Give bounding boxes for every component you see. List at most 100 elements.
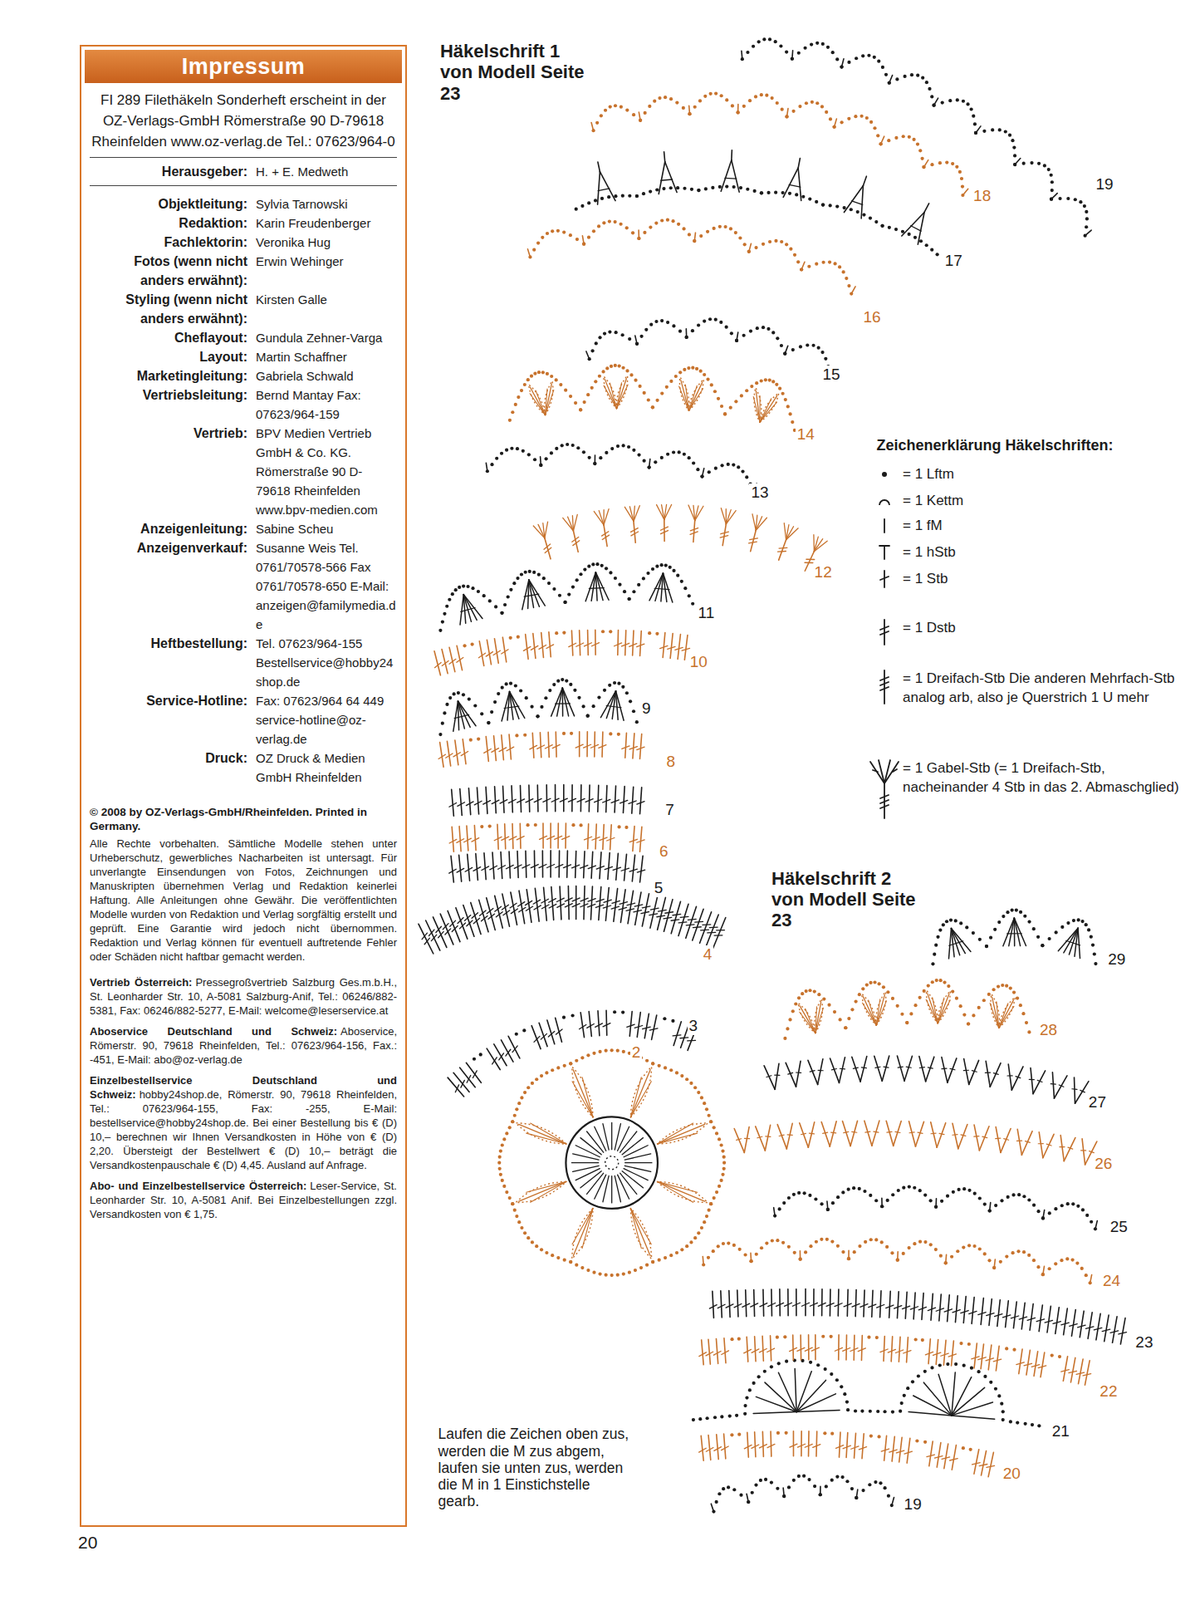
stitch-mark [793, 1430, 795, 1456]
stitch-mark [486, 908, 494, 914]
chain-dot [1084, 225, 1088, 229]
chain-dot [814, 1239, 818, 1244]
chain-dot [592, 1270, 596, 1274]
chain-dot [689, 1081, 693, 1085]
stitch-mark [611, 1121, 613, 1149]
chain-dot [853, 1408, 858, 1412]
chain-dot [969, 1366, 974, 1370]
stitch-mark [707, 931, 716, 934]
stitch-mark [940, 1352, 949, 1356]
stitch-mark [633, 505, 640, 522]
stitch-mark [562, 836, 570, 840]
stitch-mark [555, 1028, 563, 1034]
stitch-mark [759, 395, 778, 422]
chain-dot [1075, 1260, 1079, 1264]
stitch-mark [951, 1371, 956, 1416]
stitch-mark [598, 744, 607, 749]
chain-dot [885, 1244, 889, 1249]
stitch-mark [633, 520, 636, 543]
chain-dot [675, 100, 679, 104]
stitch-mark [1068, 1370, 1078, 1372]
chain-dot [940, 1199, 944, 1203]
chain-dot [472, 1057, 476, 1061]
stitch-mark [929, 1440, 933, 1466]
stitch-mark [1018, 1348, 1023, 1374]
chain-dot [610, 446, 614, 451]
chain-dot [631, 448, 636, 452]
stitch-mark [951, 1444, 956, 1470]
chain-dot [709, 1201, 713, 1205]
stitch-mark [636, 839, 645, 843]
chain-dot [709, 1119, 713, 1123]
stitch-mark [678, 921, 687, 923]
chain-dot [810, 100, 814, 104]
stitch-mark [783, 523, 786, 540]
stitch-mark [603, 509, 609, 525]
chain-dot [743, 1411, 747, 1416]
stitch-mark [1079, 1310, 1084, 1338]
stitch-mark [1093, 1327, 1102, 1329]
stitch-mark [873, 1131, 879, 1133]
stitch-mark [861, 1433, 864, 1459]
chain-dot [915, 73, 920, 78]
chain-dot [880, 224, 884, 228]
chain-dot [874, 1198, 878, 1202]
chain-dot [575, 577, 579, 582]
stitch-mark [667, 646, 676, 649]
stitch-mark [606, 705, 622, 707]
stitch-mark [893, 1120, 902, 1146]
stitch-mark [721, 1350, 730, 1355]
crochet-row [449, 784, 645, 817]
chain-dot [476, 736, 480, 740]
stitch-mark [551, 886, 554, 921]
chain-dot [660, 563, 664, 567]
chain-dot [560, 443, 564, 447]
stitch-mark [572, 1081, 593, 1117]
stitch-mark [596, 866, 604, 869]
stitch-mark [633, 910, 642, 912]
stitch-mark [519, 1180, 567, 1201]
stitch-mark [571, 784, 574, 812]
stitch-mark [804, 1288, 807, 1316]
stitch-mark [661, 530, 669, 534]
stitch-mark [604, 866, 613, 869]
stitch-mark [1077, 1324, 1087, 1328]
chain-dot [556, 1065, 560, 1069]
chain-dot [801, 195, 805, 199]
chain-dot [614, 330, 618, 334]
chain-dot [951, 1190, 956, 1194]
chain-dot [440, 619, 445, 623]
chain-dot [962, 1363, 966, 1367]
stitch-mark [499, 747, 507, 752]
chain-dot [717, 1136, 721, 1141]
chain-dot [702, 372, 706, 377]
chain-dot [797, 1190, 801, 1195]
crochet-row [710, 1474, 894, 1514]
chain-dot [955, 165, 959, 169]
stitch-mark [649, 913, 658, 916]
chain-dot [1008, 133, 1012, 138]
stitch-mark [834, 1302, 843, 1307]
chain-dot [686, 366, 691, 370]
stitch-mark [1043, 1209, 1045, 1219]
chain-dot [700, 1095, 704, 1099]
chain-dot [724, 185, 729, 189]
chain-dot [660, 455, 664, 460]
stitch-mark [688, 105, 691, 114]
stitch-mark [564, 822, 567, 848]
stitch-mark [889, 1290, 892, 1318]
stitch-mark [851, 286, 856, 294]
stitch-mark [502, 893, 510, 926]
stitch-mark [460, 594, 464, 625]
chain-dot [743, 1403, 747, 1407]
stitch-mark [459, 922, 466, 929]
crochet-row [438, 562, 695, 632]
petal-outline [754, 387, 762, 423]
stitch-mark [750, 1302, 759, 1307]
chain-dot [705, 1106, 709, 1111]
chain-dot [918, 1188, 922, 1192]
stitch-mark [762, 1288, 765, 1316]
chain-dot [829, 1334, 833, 1338]
chain-dot [950, 161, 955, 166]
chain-dot [749, 328, 753, 333]
